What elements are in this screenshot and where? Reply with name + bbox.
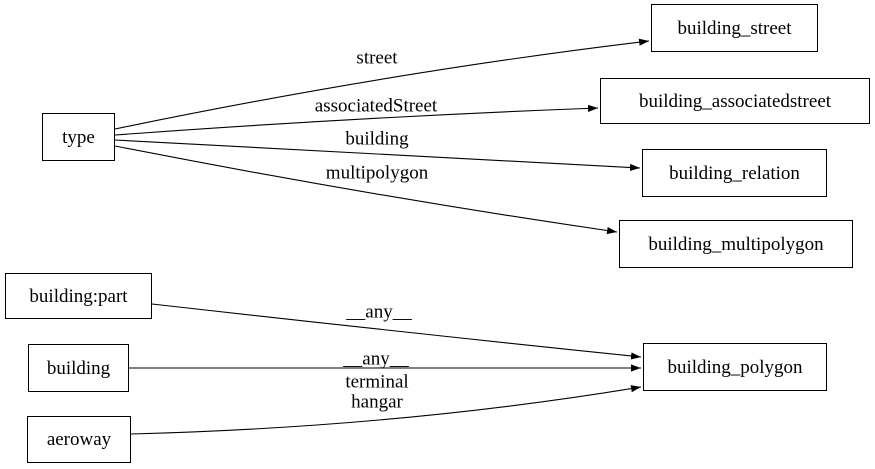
edge-type-building-associatedstreet (114, 104, 599, 136)
node-building-street: building_street (651, 4, 818, 52)
edge-label-building: building (345, 128, 409, 150)
node-building-associatedstreet: building_associatedstreet (600, 78, 870, 124)
edge-type-building-street (114, 38, 650, 130)
edge-type-building-multipolygon (114, 145, 618, 235)
node-building-multipolygon: building_multipolygon (619, 220, 853, 268)
node-building-relation: building_relation (642, 149, 827, 197)
edge-label-associatedstreet: associatedStreet (314, 95, 438, 117)
edge-label-street: street (356, 47, 398, 69)
node-building-polygon: building_polygon (643, 343, 827, 391)
edge-label-multipolygon: multipolygon (325, 162, 429, 184)
node-building: building (28, 344, 129, 392)
edge-aeroway-building-polygon (130, 385, 642, 435)
node-type: type (42, 113, 115, 161)
edge-buildingpart-building-polygon (151, 303, 642, 360)
edge-label-any-buildingpart: __any__ (346, 301, 412, 323)
node-building-part: building:part (5, 273, 152, 319)
edge-label-terminal-hangar: terminal hangar (345, 371, 409, 412)
edge-label-any-building: __any__ (343, 348, 409, 370)
edge-type-building-relation (114, 139, 641, 172)
node-aeroway: aeroway (27, 416, 131, 463)
